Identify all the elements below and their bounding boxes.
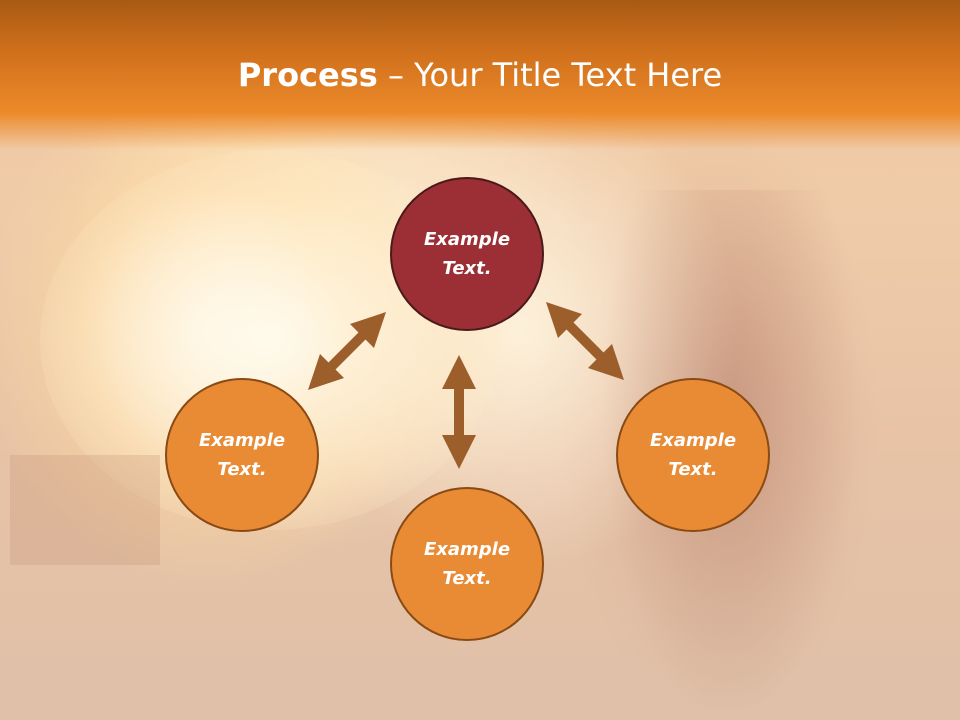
circle-top[interactable]: Example Text. xyxy=(390,177,544,331)
circle-right-line2: Text. xyxy=(668,459,718,480)
circle-right[interactable]: Example Text. xyxy=(616,378,770,532)
arrow-right-diagonal xyxy=(545,301,625,381)
slide-title[interactable]: Process – Your Title Text Here xyxy=(0,52,960,98)
circle-bottom[interactable]: Example Text. xyxy=(390,487,544,641)
title-rest: – Your Title Text Here xyxy=(377,56,723,94)
header-band xyxy=(0,0,960,150)
circle-right-line1: Example xyxy=(649,430,737,451)
circle-bottom-line2: Text. xyxy=(442,568,492,589)
circle-left-line2: Text. xyxy=(217,459,267,480)
circle-left-line1: Example xyxy=(198,430,286,451)
circle-top-line1: Example xyxy=(423,229,511,250)
title-bold: Process xyxy=(237,56,378,94)
circle-left[interactable]: Example Text. xyxy=(165,378,319,532)
circle-bottom-line1: Example xyxy=(423,539,511,560)
circle-top-line2: Text. xyxy=(442,258,492,279)
arrow-left-diagonal xyxy=(307,311,387,391)
background-box-shape xyxy=(10,455,160,565)
